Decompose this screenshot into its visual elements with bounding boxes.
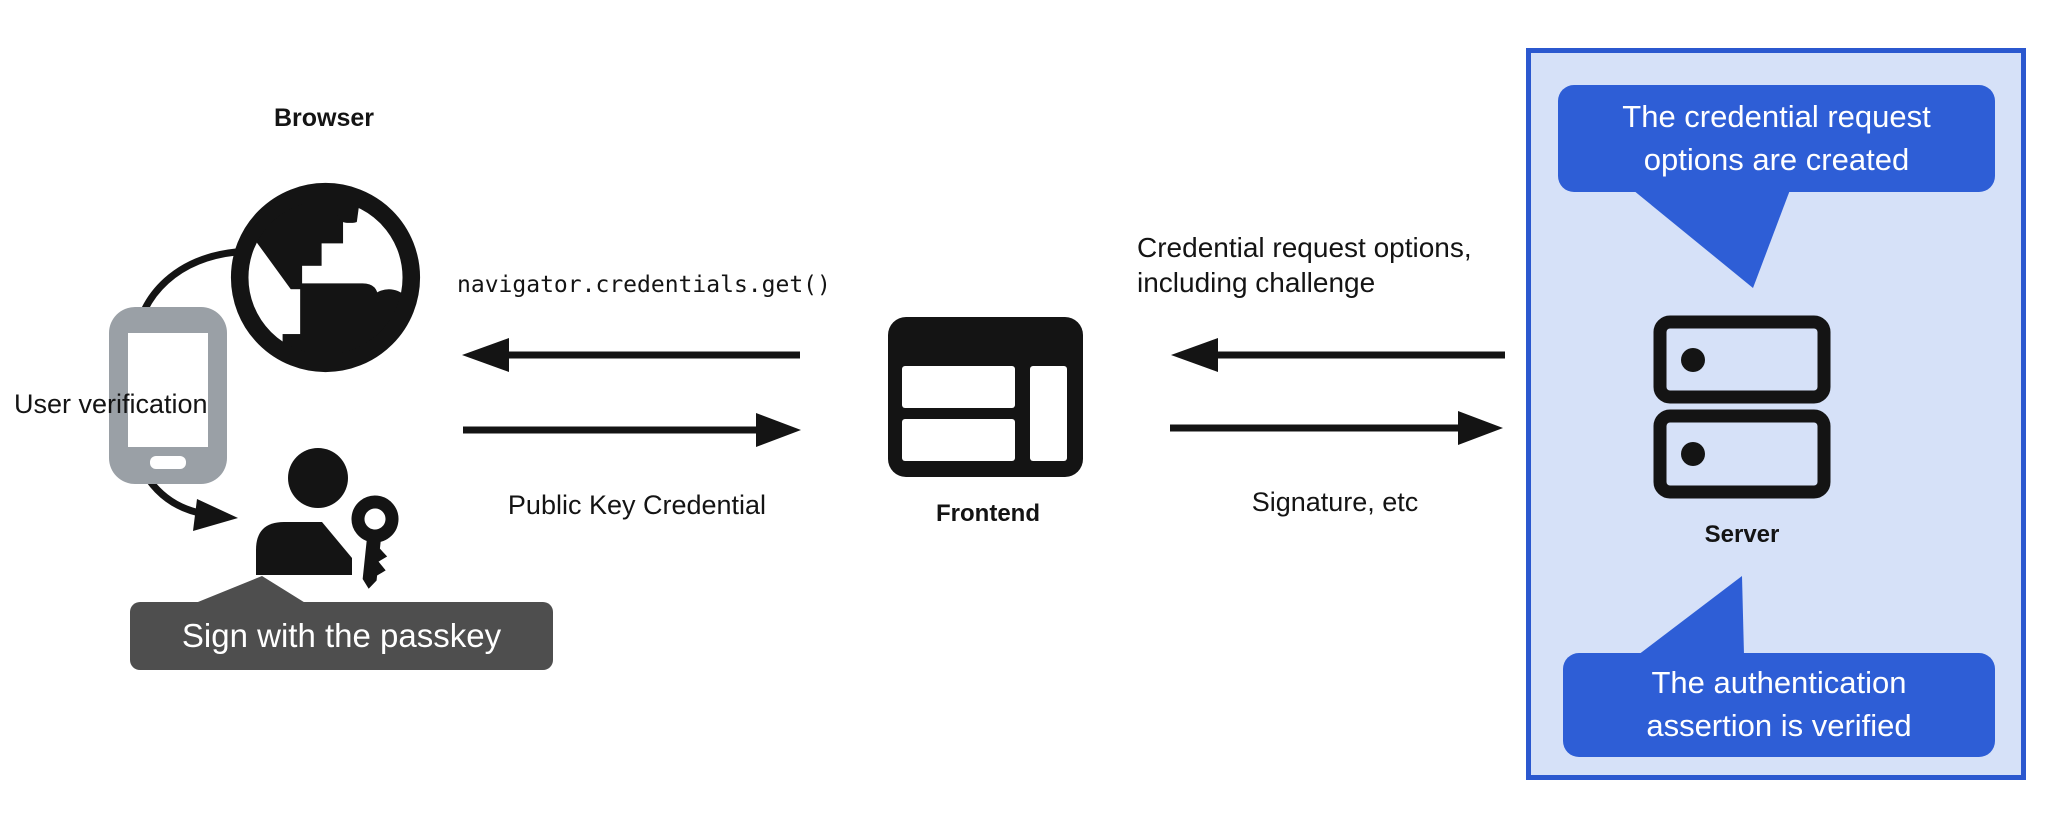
public-key-credential-label: Public Key Credential xyxy=(507,490,767,520)
top-bubble-tail xyxy=(1633,190,1790,288)
arrow-credential-request-options xyxy=(1171,338,1505,372)
credential-options-created-bubble: The credential request options are creat… xyxy=(1558,85,1995,192)
sign-with-passkey-text: Sign with the passkey xyxy=(181,617,502,654)
credential-request-options-label: Credential request options, including ch… xyxy=(1137,232,1472,298)
credential-options-created-text: The credential request options are creat… xyxy=(1622,98,1931,177)
signature-etc-label: Signature, etc xyxy=(1251,487,1419,517)
sign-with-passkey-tooltip: Sign with the passkey xyxy=(130,602,553,670)
tooltip-tail xyxy=(193,576,307,604)
assertion-verified-text: The authentication assertion is verified xyxy=(1646,665,1912,743)
browser-label: Browser xyxy=(273,104,375,132)
phone-icon xyxy=(109,307,227,484)
frontend-window-icon xyxy=(888,317,1083,477)
arrow-get-call xyxy=(462,338,800,372)
person-key-icon xyxy=(256,448,399,589)
arrow-signature xyxy=(1170,411,1503,445)
server-icon xyxy=(1653,315,1831,499)
credentials-get-call-label: navigator.credentials.get() xyxy=(457,272,831,298)
assertion-verified-bubble: The authentication assertion is verified xyxy=(1563,653,1995,757)
arrow-public-key-credential xyxy=(463,413,801,447)
server-label: Server xyxy=(1704,521,1780,548)
user-verification-label: User verification xyxy=(14,389,208,419)
bottom-bubble-tail xyxy=(1638,576,1744,655)
frontend-label: Frontend xyxy=(936,500,1040,527)
